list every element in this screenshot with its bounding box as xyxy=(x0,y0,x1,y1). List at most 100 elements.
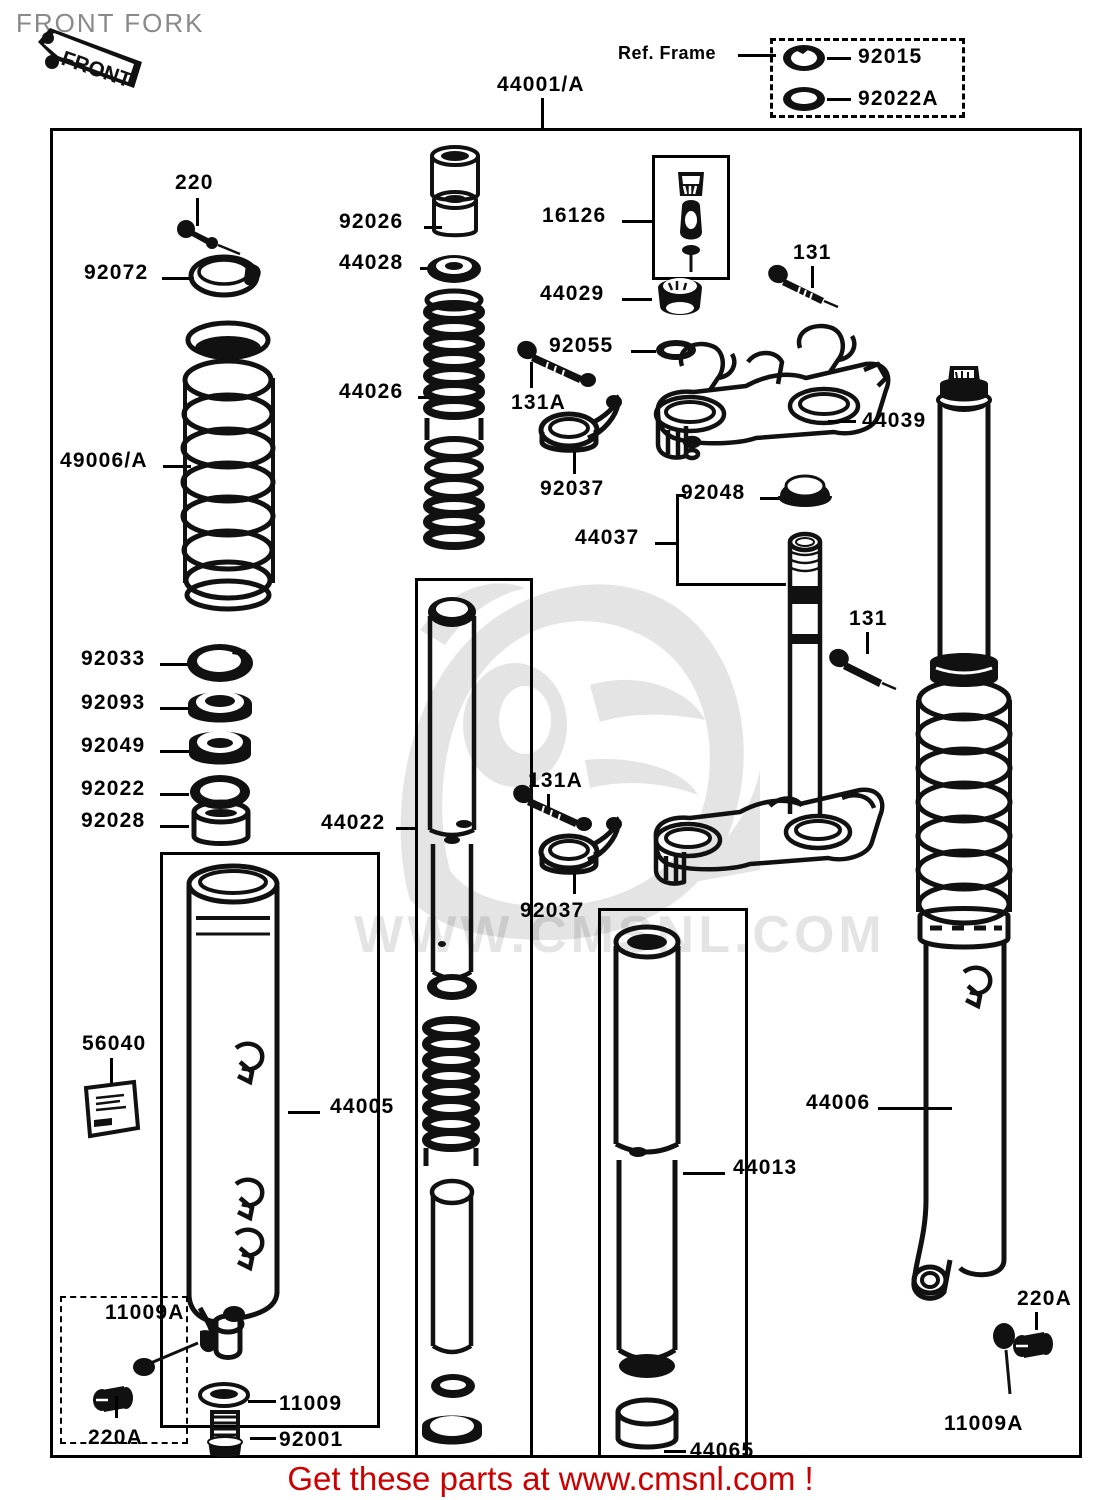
callout-92093-leader xyxy=(160,707,189,710)
bolt-92001-icon xyxy=(200,1408,250,1460)
fork-pipe-group-box xyxy=(598,908,748,1458)
callout-56040: 56040 xyxy=(82,1032,147,1055)
callout-44022: 44022 xyxy=(321,811,386,834)
assembly-leader xyxy=(541,98,544,128)
callout-92037-upper-leader xyxy=(573,452,576,474)
callout-92055: 92055 xyxy=(549,334,614,357)
callout-49006A: 49006/A xyxy=(60,449,148,472)
bolt-131-upper-icon xyxy=(766,262,846,312)
callout-44065: 44065 xyxy=(690,1439,755,1462)
screw-220A-left-icon xyxy=(88,1380,144,1420)
footer-promo-text: Get these parts at www.cmsnl.com ! xyxy=(287,1460,814,1497)
callout-92022-leader xyxy=(160,793,189,796)
o-ring-92055-icon xyxy=(654,338,698,362)
callout-131A-lower: 131A xyxy=(528,769,584,792)
callout-92022: 92022 xyxy=(81,777,146,800)
callout-44013: 44013 xyxy=(733,1156,798,1179)
gasket-11009A-left-icon xyxy=(132,1325,222,1377)
oil-seal-92093-icon xyxy=(184,682,256,730)
rebound-spring-icon xyxy=(418,1016,484,1178)
callout-44037-leader-h xyxy=(655,542,678,545)
callout-220A-left-leader xyxy=(115,1396,118,1418)
callout-11009A-left: 11009A xyxy=(105,1301,185,1324)
callout-44005: 44005 xyxy=(330,1095,395,1118)
callout-92033: 92033 xyxy=(81,647,146,670)
clamp-bracket-92037-upper-icon xyxy=(538,394,624,458)
callout-92072-leader xyxy=(162,277,194,280)
callout-44037-bracket-t xyxy=(676,494,686,497)
screw-220-icon xyxy=(174,218,254,262)
callout-44013-leader xyxy=(683,1172,725,1175)
callout-92028: 92028 xyxy=(81,809,146,832)
nut-icon xyxy=(781,42,827,74)
callout-131A-upper-leader xyxy=(530,362,533,388)
callout-131-upper: 131 xyxy=(793,241,832,264)
gasket-11009-icon xyxy=(198,1382,250,1408)
fork-pipe-44013-icon xyxy=(608,920,686,1400)
assembly-label: 44001/A xyxy=(497,73,585,96)
callout-44005-leader xyxy=(288,1111,320,1114)
fork-outer-tube-44005-icon xyxy=(178,862,288,1362)
bolt-131A-upper-icon xyxy=(516,340,608,388)
callout-92037-lower-leader xyxy=(573,874,576,894)
callout-92028-leader xyxy=(160,825,189,828)
washer-92022-icon xyxy=(188,772,252,812)
callout-92048-leader xyxy=(760,497,784,500)
callout-56040-leader xyxy=(110,1058,113,1086)
clamp-92072-icon xyxy=(188,248,266,304)
washer-leader xyxy=(827,98,851,101)
callout-92026: 92026 xyxy=(339,210,404,233)
callout-92033-leader xyxy=(160,663,189,666)
callout-44039: 44039 xyxy=(862,409,927,432)
valve-assembly-16126-icon xyxy=(662,162,720,274)
warning-label-56040-icon xyxy=(78,1076,146,1142)
callout-44006-leader xyxy=(878,1107,952,1110)
washer-icon xyxy=(781,84,827,114)
callout-92049-leader xyxy=(160,750,189,753)
callout-131A-upper: 131A xyxy=(511,391,567,414)
ref-frame-box xyxy=(770,38,965,118)
ref-frame-label: Ref. Frame xyxy=(618,43,717,63)
steering-stem-44037-icon xyxy=(780,524,830,824)
callout-92037-lower: 92037 xyxy=(520,899,585,922)
callout-16126-leader xyxy=(622,220,654,223)
fork-boot-icon xyxy=(178,318,278,613)
callout-44039-leader xyxy=(828,420,856,423)
valve-group-box xyxy=(652,155,730,280)
ring-bottom-icon xyxy=(428,1372,478,1400)
piston-rod-icon xyxy=(424,1178,480,1378)
fork-inner-tube-44022-icon xyxy=(424,592,480,996)
bolt-131-right-icon xyxy=(828,648,902,692)
callout-92049: 92049 xyxy=(81,734,146,757)
callout-49006A-leader xyxy=(163,465,191,468)
front-direction-tag: FRONT xyxy=(30,20,150,100)
main-diagram-frame xyxy=(50,128,1082,1458)
callout-11009-leader xyxy=(248,1400,276,1403)
callout-220: 220 xyxy=(175,171,214,194)
lower-triple-clamp-icon xyxy=(620,748,890,903)
callout-92001-leader xyxy=(250,1437,276,1440)
collar-92026-icon xyxy=(424,144,486,240)
callout-92048: 92048 xyxy=(681,481,746,504)
callout-92001: 92001 xyxy=(279,1428,344,1451)
gasket-11009A-right-icon xyxy=(990,1323,1024,1404)
callout-11009A-right: 11009A xyxy=(944,1412,1024,1435)
callout-92072: 92072 xyxy=(84,261,149,284)
seal-92049-icon xyxy=(186,724,254,772)
callout-44029-leader xyxy=(622,298,652,301)
clamp-bracket-92037-lower-icon xyxy=(538,816,624,880)
callout-44037-bracket-v xyxy=(676,494,679,586)
spring-seat-44028-icon xyxy=(424,252,484,286)
callout-92093: 92093 xyxy=(81,691,146,714)
snap-ring-92033-icon xyxy=(184,640,256,686)
part-number-92015: 92015 xyxy=(858,45,923,68)
callout-220A-right-leader xyxy=(1035,1312,1038,1330)
part-number-92022A: 92022A xyxy=(858,87,939,110)
callout-44037: 44037 xyxy=(575,526,640,549)
callout-16126: 16126 xyxy=(542,204,607,227)
callout-11009: 11009 xyxy=(279,1392,343,1415)
callout-44022-leader xyxy=(396,827,418,830)
callout-131-upper-leader xyxy=(811,266,814,288)
ring-under-tube-icon xyxy=(424,972,480,1002)
fork-assembly-44006-icon xyxy=(900,360,1030,1340)
